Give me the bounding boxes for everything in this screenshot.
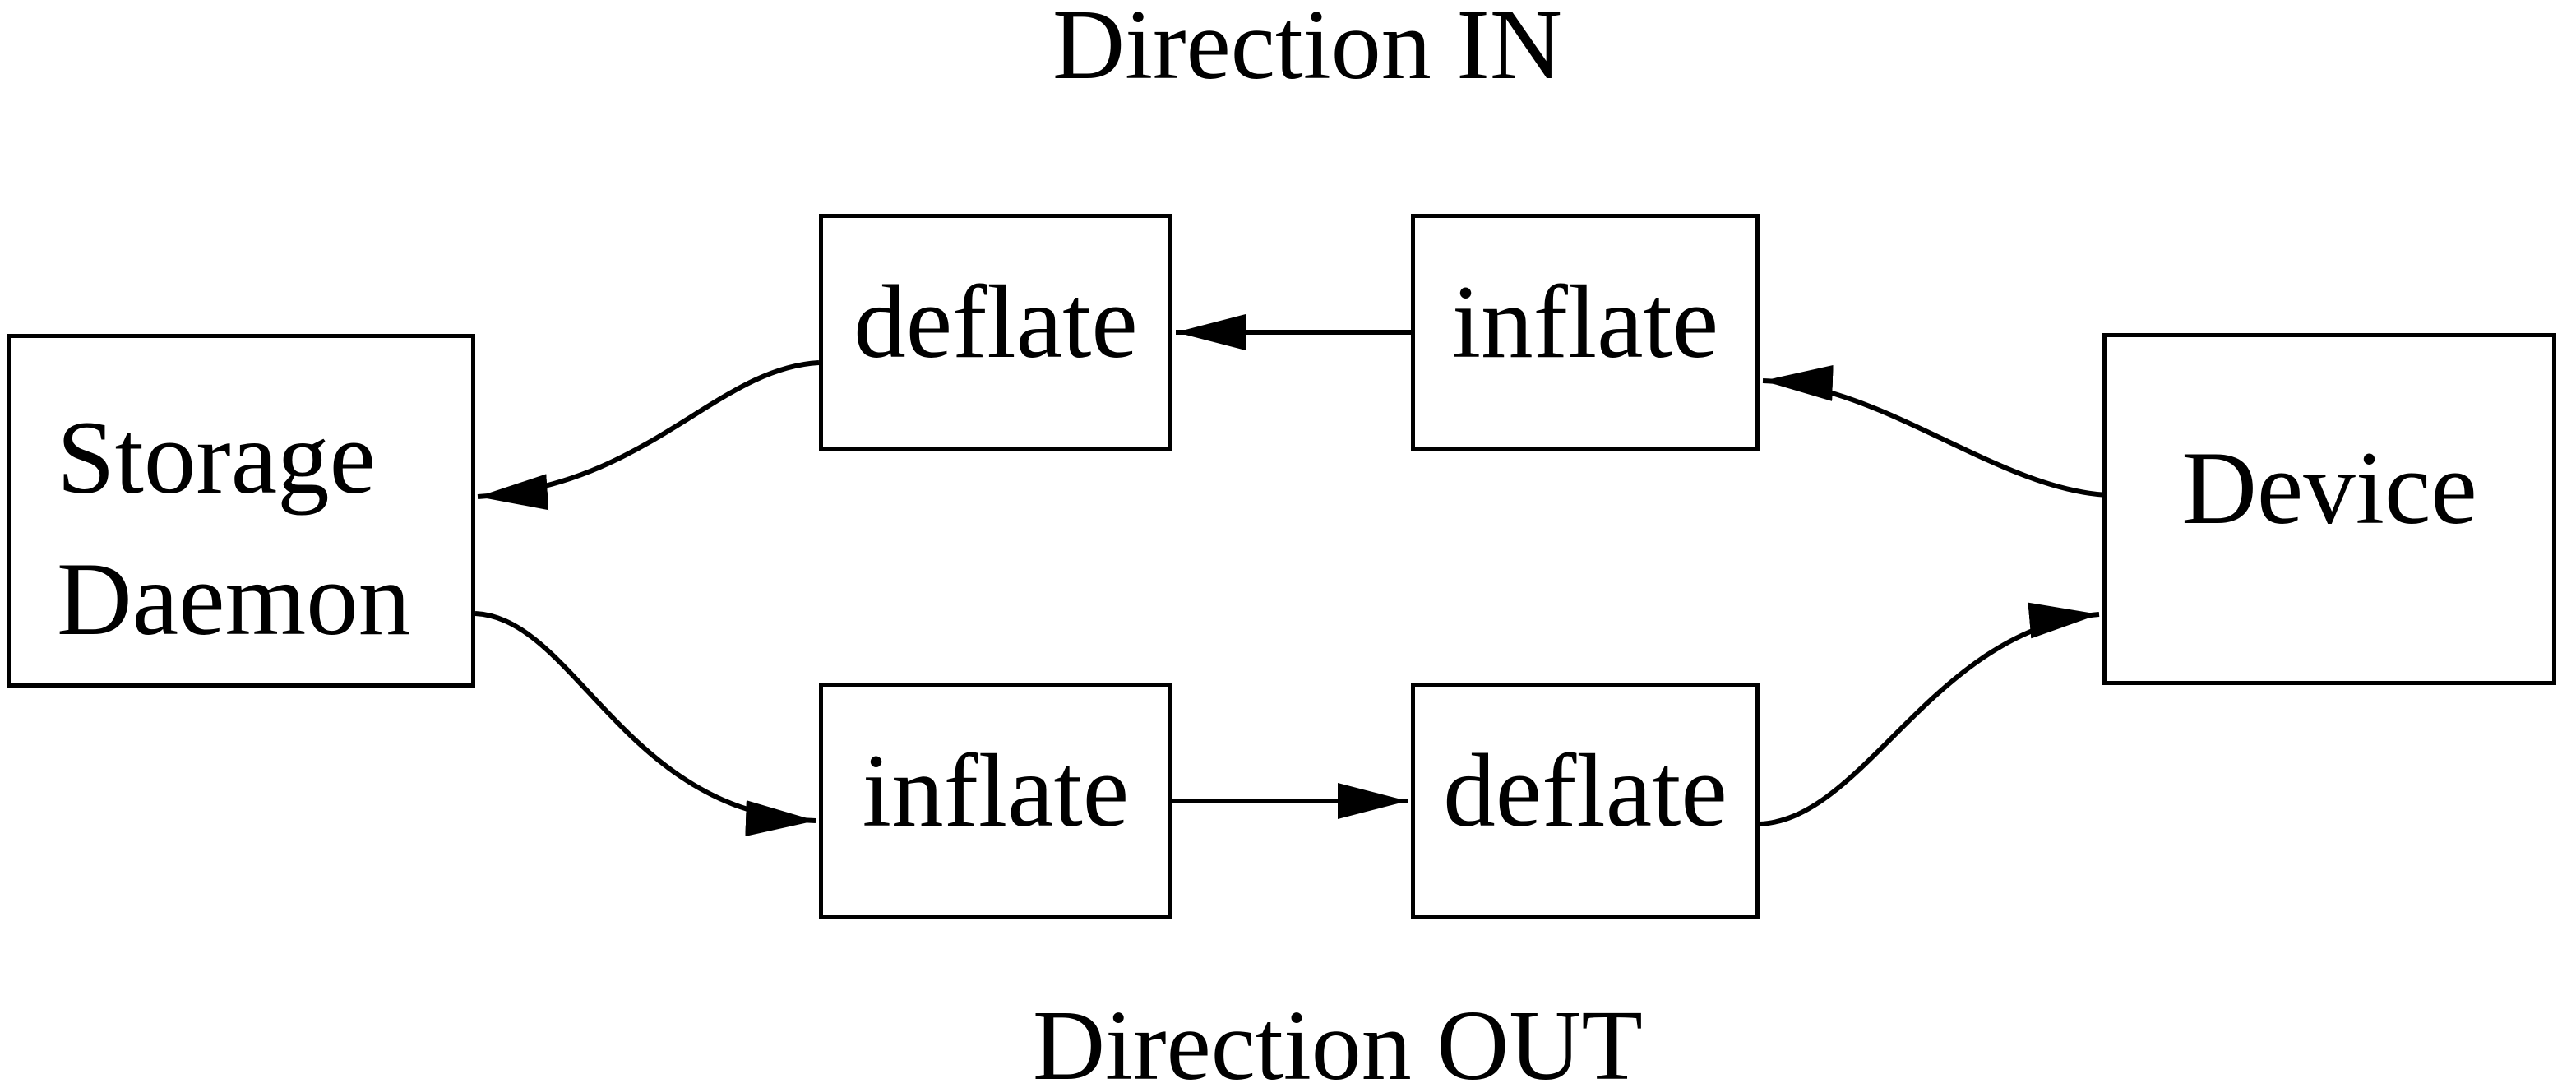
node-storage-daemon: Storage Daemon bbox=[7, 334, 475, 688]
inflate-out-label: inflate bbox=[862, 733, 1130, 849]
arrow-storage-daemon-to-inflate-out bbox=[474, 611, 816, 836]
device-label: Device bbox=[2181, 430, 2477, 546]
node-inflate-out: inflate bbox=[819, 683, 1172, 919]
arrow-device-to-inflate-in bbox=[1762, 364, 2108, 498]
node-deflate-out: deflate bbox=[1411, 683, 1760, 919]
arrow-deflate-out-to-device bbox=[1759, 602, 2100, 826]
node-inflate-in: inflate bbox=[1411, 214, 1760, 451]
storage-daemon-label: Storage Daemon bbox=[57, 400, 411, 657]
deflate-out-label: deflate bbox=[1443, 733, 1727, 849]
node-device: Device bbox=[2102, 333, 2556, 685]
node-deflate-in: deflate bbox=[819, 214, 1172, 451]
title-direction-in: Direction IN bbox=[1052, 0, 1562, 100]
title-direction-out: Direction OUT bbox=[1033, 990, 1643, 1088]
deflate-in-label: deflate bbox=[853, 264, 1138, 380]
inflate-in-label: inflate bbox=[1451, 264, 1719, 380]
arrow-deflate-in-to-storage-daemon bbox=[477, 360, 820, 511]
